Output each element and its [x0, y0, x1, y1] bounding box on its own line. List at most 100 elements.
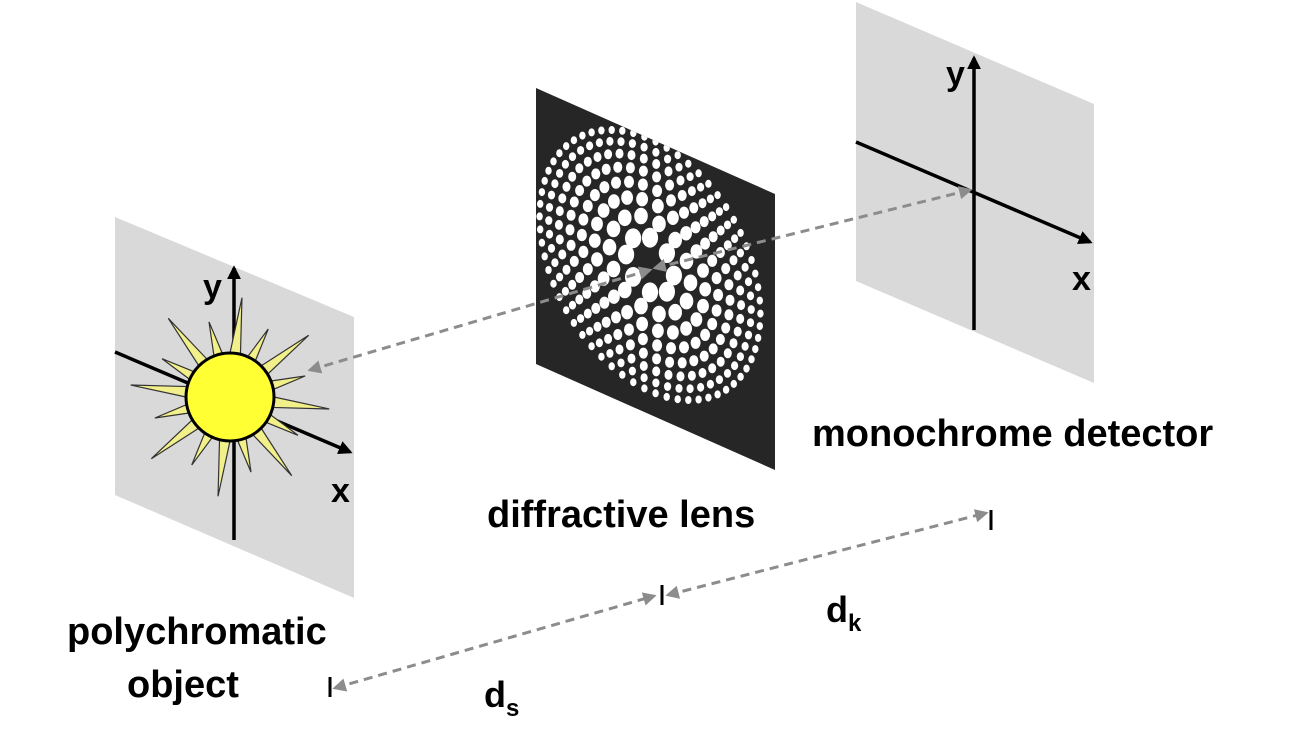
- lens-dot: [634, 297, 648, 315]
- lens-dot: [575, 272, 585, 283]
- lens-dot: [695, 395, 702, 404]
- lens-dot: [558, 193, 567, 204]
- lens-dot: [652, 305, 666, 323]
- lens-dot: [676, 371, 685, 382]
- lens-dot: [555, 234, 564, 245]
- lens-dot: [744, 330, 753, 340]
- lens-dot: [537, 225, 544, 234]
- lens-dot: [611, 311, 621, 324]
- lens-dot: [639, 153, 648, 164]
- lens-dot: [569, 196, 579, 208]
- lens-dot: [690, 221, 701, 234]
- lens-dot: [595, 338, 604, 348]
- lens-dot: [541, 252, 548, 261]
- lens-dot: [608, 194, 620, 209]
- lens-dot: [588, 233, 601, 248]
- lens-dot: [675, 384, 683, 393]
- lens-dot: [547, 190, 556, 200]
- lens-dot: [652, 198, 664, 214]
- lens-dot: [624, 175, 634, 188]
- lens-dot: [601, 316, 611, 328]
- lens-dot: [591, 252, 603, 267]
- lens-dot: [756, 322, 763, 331]
- lens-dot: [680, 321, 692, 336]
- lens-dot: [568, 171, 577, 182]
- lens-dot: [746, 291, 755, 301]
- lens-dot: [558, 249, 567, 260]
- lens-dot: [624, 323, 634, 336]
- lens-dot: [608, 362, 615, 371]
- lens-dot: [707, 254, 718, 267]
- lens-dot: [568, 279, 577, 290]
- object-plane: y x: [114, 217, 354, 598]
- lens-dot: [698, 368, 707, 378]
- distance-dk-arrow: [665, 509, 989, 599]
- lens-dot: [593, 321, 602, 332]
- lens-dot: [637, 333, 648, 346]
- lens-dot: [550, 279, 557, 288]
- lens-dot: [639, 361, 648, 371]
- lens-dot: [674, 395, 681, 404]
- lens-dot: [599, 296, 610, 309]
- lens-dot: [664, 154, 672, 164]
- lens-dot: [545, 266, 552, 274]
- lens-dot: [737, 372, 744, 381]
- lens-dot: [598, 126, 605, 135]
- lens-dot: [664, 369, 673, 380]
- lens-dot: [618, 244, 635, 265]
- lens-dot: [737, 228, 744, 237]
- lens-dot: [675, 162, 683, 172]
- lens-dot: [668, 231, 682, 249]
- detector-plane: y x: [855, 2, 1094, 383]
- lens-dot: [711, 272, 722, 285]
- lens-dot: [713, 288, 724, 302]
- lens-dot: [705, 179, 712, 188]
- lens-dot: [551, 179, 559, 189]
- lens-dot: [608, 126, 615, 134]
- lens-dot: [591, 216, 603, 232]
- lens-dot: [722, 385, 730, 394]
- detector-y-label: y: [946, 55, 965, 93]
- lens-dot: [588, 342, 595, 351]
- lens-dot: [736, 285, 745, 296]
- lens-dot: [724, 309, 734, 321]
- lens-dot: [652, 339, 663, 352]
- lens-dot: [638, 165, 648, 177]
- lens-dot: [666, 342, 676, 355]
- lens-dot: [721, 263, 731, 275]
- lens-dot: [677, 357, 687, 369]
- lens-dot: [575, 163, 584, 174]
- lens-dot: [577, 146, 585, 155]
- lens-dot: [568, 300, 577, 310]
- lens-dot: [637, 178, 648, 191]
- lens-dot: [754, 333, 762, 342]
- lens-dot: [700, 237, 711, 250]
- lens-dot: [588, 128, 595, 137]
- lens-dot: [729, 255, 738, 266]
- lens-dot: [674, 151, 681, 160]
- detector-x-label: x: [1072, 260, 1091, 298]
- lens-dot: [714, 191, 721, 200]
- lens-dot: [575, 294, 584, 305]
- lens-dot: [579, 131, 586, 140]
- lens-dot: [597, 203, 610, 218]
- lens-dot: [619, 370, 626, 379]
- lens-dot: [652, 366, 661, 377]
- lens-dot: [570, 318, 578, 327]
- lens-dot: [700, 328, 711, 341]
- lens-dot: [621, 305, 633, 320]
- lens-dot: [723, 220, 732, 230]
- lens-dot: [652, 159, 661, 169]
- lens-dot: [752, 345, 759, 354]
- sun-core: [184, 351, 276, 443]
- lens-dot: [550, 157, 557, 166]
- lens-dot: [679, 341, 689, 354]
- lens-dot: [708, 363, 717, 374]
- lens-dot: [551, 258, 559, 268]
- lens-dot: [615, 344, 624, 355]
- lens-dot: [708, 231, 718, 243]
- lens-dot: [615, 148, 624, 159]
- lens-dot: [545, 216, 553, 225]
- lens-dot: [608, 289, 620, 304]
